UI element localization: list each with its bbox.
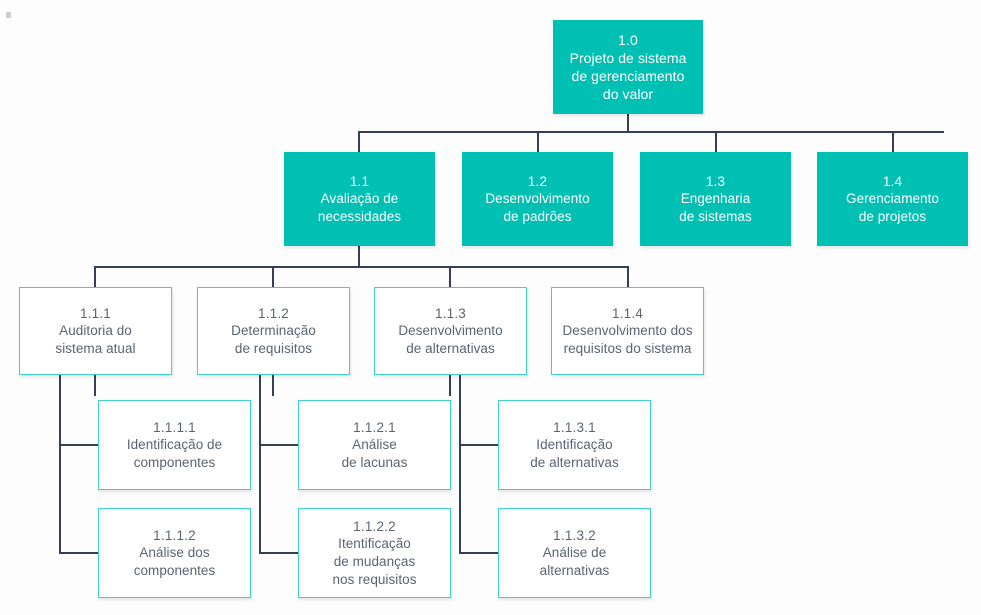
wbs-node-code: 1.1.2.1 — [353, 419, 396, 435]
wbs-node-title: Análise de lacunas — [341, 437, 408, 470]
wbs-node-code: 1.1 — [349, 173, 370, 189]
wbs-node-code: 1.1.3.2 — [553, 527, 596, 543]
wbs-node-code: 1.1.1 — [79, 305, 112, 321]
wbs-node-code: 1.1.2.2 — [353, 518, 396, 534]
wbs-node-title: Gerenciamento de projetos — [846, 191, 939, 224]
wbs-node-title: Identificação de componentes — [126, 437, 223, 470]
wbs-node-title: Projeto de sistema de gerenciamento do v… — [569, 49, 687, 103]
wbs-node-code: 1.4 — [882, 173, 903, 189]
wbs-node-title: Desenvolvimento de padrões — [485, 191, 590, 224]
wbs-node-title: Análise dos componentes — [133, 545, 216, 578]
wbs-node-title: Identificação de alternativas — [530, 437, 619, 470]
wbs-node-code: 1.1.1.2 — [153, 527, 196, 543]
wbs-node-code: 1.1.1.1 — [153, 419, 196, 435]
wbs-node-title: Desenvolvimento dos requisitos do sistem… — [562, 323, 693, 356]
wbs-node-title: Avaliação de necessidades — [317, 191, 402, 224]
wbs-node-title: Auditoria do sistema atual — [55, 323, 136, 356]
wbs-node-code: 1.1.2 — [257, 305, 290, 321]
wbs-node-code: 1.3 — [705, 173, 726, 189]
wbs-node-title: Desenvolvimento de alternativas — [398, 323, 503, 356]
wbs-node-title: Determinação de requisitos — [231, 323, 316, 356]
wbs-node-code: 1.2 — [527, 173, 548, 189]
wbs-node-code: 1.1.3 — [434, 305, 467, 321]
wbs-node-title: Itentificação de mudanças nos requisitos — [332, 536, 417, 587]
wbs-node-title: Análise de alternativas — [539, 545, 610, 578]
wbs-node-code: 1.0 — [617, 31, 639, 48]
wbs-node-title: Engenharia de sistemas — [679, 191, 752, 224]
image-artifact-speck — [6, 12, 11, 18]
wbs-node-code: 1.1.4 — [611, 305, 644, 321]
wbs-node-code: 1.1.3.1 — [553, 419, 596, 435]
